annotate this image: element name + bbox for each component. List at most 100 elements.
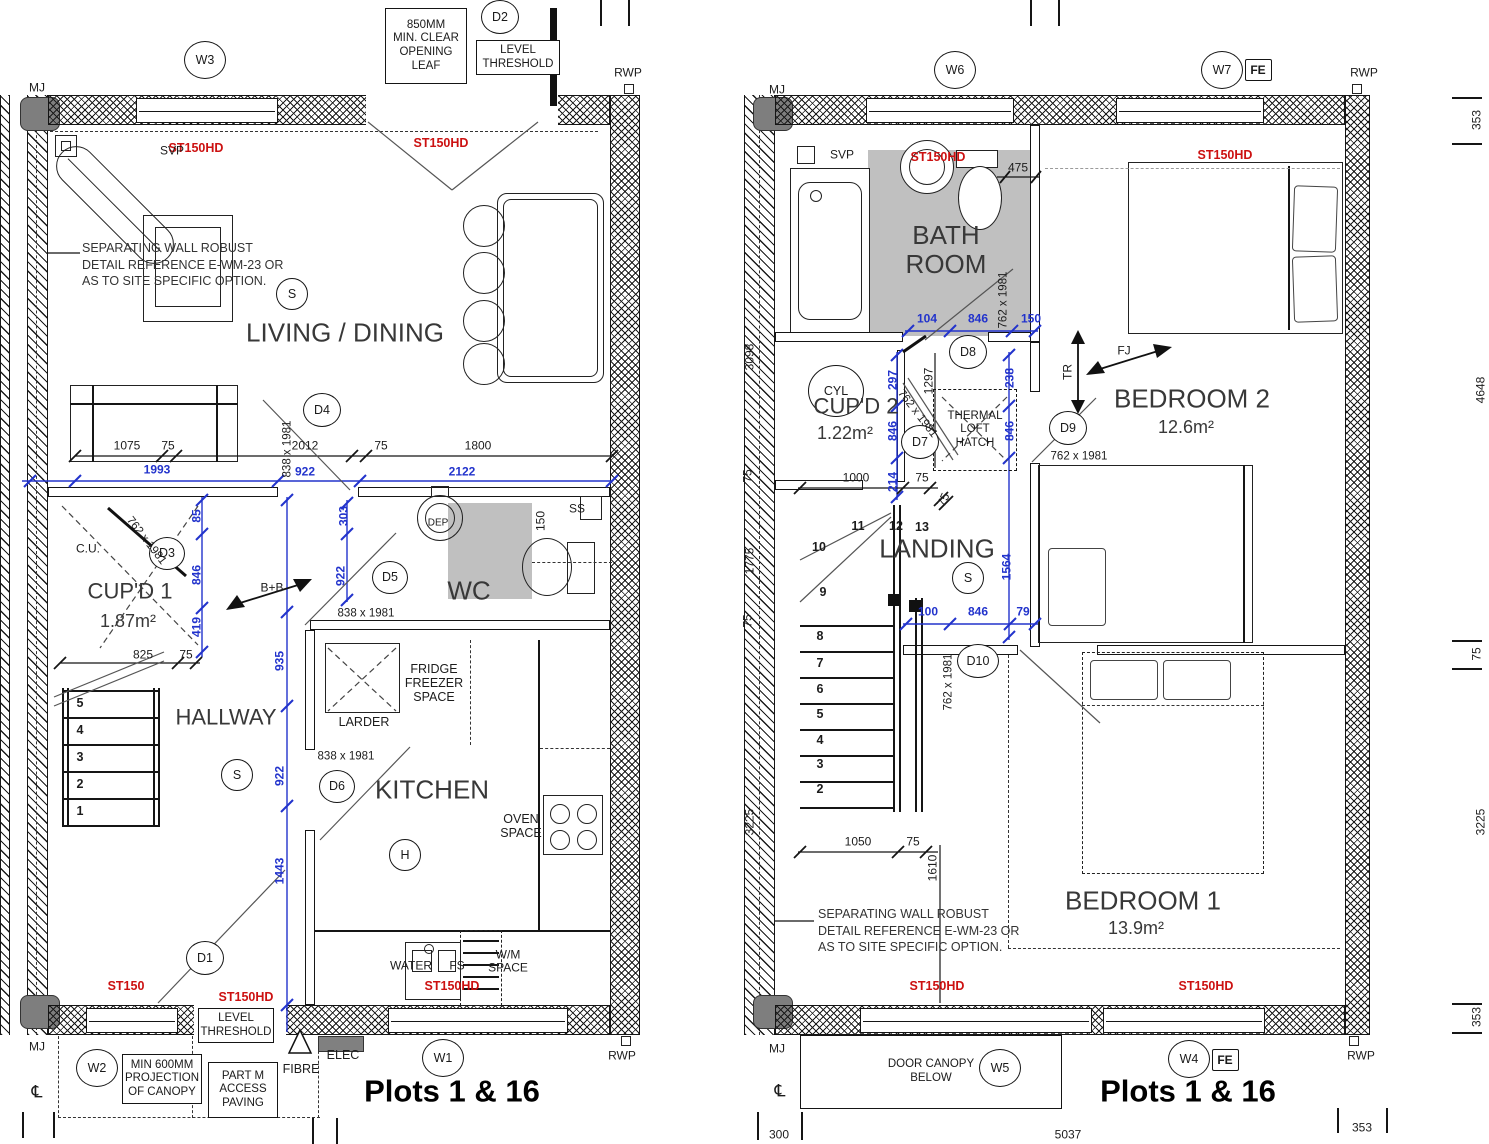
stair-string bbox=[158, 688, 160, 827]
label: 3225 bbox=[1473, 808, 1488, 836]
tag-w7: W7 bbox=[1201, 51, 1243, 89]
label: 75 bbox=[374, 438, 388, 453]
label: 3225 bbox=[742, 808, 757, 836]
room-landing: LANDING bbox=[879, 533, 995, 564]
dim-tick bbox=[801, 1112, 803, 1140]
tag-d7: D7 bbox=[901, 425, 939, 459]
label: 1775 bbox=[742, 547, 757, 575]
pillow bbox=[1163, 660, 1231, 700]
label: RWP bbox=[1347, 1048, 1375, 1063]
internal-wall bbox=[1097, 645, 1345, 655]
dining-chair bbox=[463, 252, 505, 294]
stair-tread bbox=[62, 798, 158, 800]
dim-tick bbox=[1386, 1108, 1388, 1133]
bathroom-toilet bbox=[958, 166, 1002, 230]
dim-tick bbox=[628, 0, 630, 26]
label: 353 bbox=[1469, 109, 1484, 131]
rwp-marker bbox=[1349, 1036, 1359, 1046]
sofa-back bbox=[70, 403, 238, 405]
black-dimension-lines bbox=[60, 176, 1040, 1003]
dining-chair bbox=[463, 343, 505, 385]
pillow bbox=[1048, 548, 1106, 626]
label: 9 bbox=[819, 585, 827, 599]
label: 1050 bbox=[844, 834, 872, 849]
label: 2012 bbox=[291, 438, 319, 453]
window-w6 bbox=[866, 98, 1014, 123]
hob-burner bbox=[550, 804, 570, 824]
bed-line bbox=[1082, 705, 1264, 706]
bathroom-basin-bowl bbox=[909, 149, 945, 185]
tag-w5: W5 bbox=[979, 1049, 1021, 1087]
stair-string bbox=[62, 688, 64, 827]
label: 762 x 1981 bbox=[997, 271, 1010, 329]
tag-d1: D1 bbox=[186, 941, 224, 975]
label: MJ bbox=[29, 1039, 45, 1054]
dashed-crosses bbox=[61, 396, 1008, 712]
label: 1 bbox=[76, 804, 84, 818]
label: 2122 bbox=[448, 464, 476, 479]
external-wall-right bbox=[1345, 95, 1370, 1035]
label: 6 bbox=[816, 682, 824, 696]
svp-symbol bbox=[797, 146, 815, 164]
tag-w1: W1 bbox=[422, 1039, 464, 1077]
dim-tick bbox=[757, 1112, 759, 1140]
bed bbox=[1082, 652, 1264, 874]
label: 303 bbox=[336, 505, 351, 527]
stair-tread bbox=[800, 729, 893, 731]
stair-string bbox=[921, 598, 923, 812]
wc-toilet bbox=[522, 538, 572, 596]
dim-tick bbox=[1452, 668, 1482, 670]
hob-burner bbox=[550, 830, 570, 850]
label: 353 bbox=[1469, 1006, 1484, 1028]
centreline-symbol: ℄ bbox=[31, 1082, 43, 1102]
label: ST150HD bbox=[910, 150, 966, 164]
label: 846 bbox=[967, 311, 989, 326]
label: 12 bbox=[889, 519, 903, 533]
hob-burner bbox=[577, 830, 597, 850]
label: 150 bbox=[1020, 311, 1042, 326]
dim-tick bbox=[312, 1118, 314, 1144]
rwp-marker bbox=[1352, 84, 1362, 94]
internal-wall bbox=[48, 487, 278, 497]
sink-bowl bbox=[438, 950, 456, 972]
hob bbox=[543, 795, 603, 855]
label: 1.22m² bbox=[816, 422, 874, 443]
label: 846 bbox=[189, 564, 204, 586]
label: 846 bbox=[967, 604, 989, 619]
blue-dimension-ticks bbox=[23, 324, 1042, 1012]
level-threshold-note: LEVEL THRESHOLD bbox=[476, 40, 560, 75]
external-wall-right bbox=[610, 95, 640, 1035]
window-w7 bbox=[1116, 98, 1264, 123]
stair-tread bbox=[800, 807, 893, 809]
dim-tick bbox=[1452, 640, 1482, 642]
label: ST150HD bbox=[424, 979, 480, 993]
label: 3 bbox=[76, 750, 84, 764]
dim-tick bbox=[1452, 143, 1482, 145]
sofa bbox=[70, 385, 238, 462]
counter-edge bbox=[538, 640, 540, 930]
soil-pipe bbox=[532, 562, 612, 563]
label: 300 bbox=[768, 1127, 790, 1142]
label: 353 bbox=[1351, 1120, 1373, 1135]
stair-tread bbox=[800, 781, 893, 783]
stair-string bbox=[893, 505, 895, 812]
window-w5 bbox=[860, 1008, 1092, 1033]
label: 838 x 1981 bbox=[317, 750, 375, 763]
label: 475 bbox=[1007, 160, 1029, 175]
window-w2 bbox=[86, 1008, 178, 1033]
dim-tick bbox=[600, 0, 602, 26]
armchair-seat bbox=[155, 227, 221, 307]
label: 1443 bbox=[272, 857, 287, 885]
tag-s: S bbox=[276, 278, 308, 310]
door-opening-d2 bbox=[366, 95, 558, 126]
internal-wall bbox=[305, 630, 315, 750]
tag-d9: D9 bbox=[1049, 411, 1087, 445]
label: 8 bbox=[816, 629, 824, 643]
dim-tick bbox=[1452, 97, 1482, 99]
bed-headboard bbox=[1288, 166, 1290, 330]
label: 7 bbox=[816, 656, 824, 670]
stair-tread bbox=[800, 755, 893, 757]
internal-wall bbox=[310, 620, 610, 630]
label: 79 bbox=[1016, 604, 1030, 619]
